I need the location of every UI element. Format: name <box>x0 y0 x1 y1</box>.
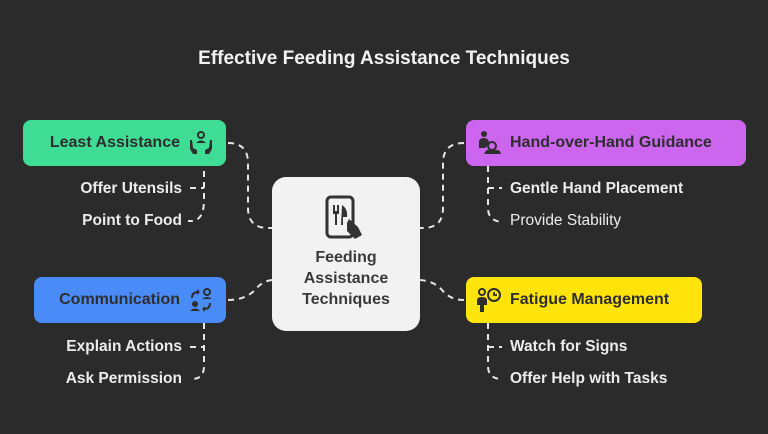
node-label: Communication <box>59 291 180 308</box>
center-line-1: Feeding <box>315 249 377 266</box>
connector-least-assistance <box>227 142 272 229</box>
node-least-assistance[interactable]: Least Assistance <box>23 120 226 166</box>
connector-hand-over-hand <box>420 142 465 229</box>
tablet-fork-knife-hand-icon <box>325 195 367 239</box>
center-line-3: Techniques <box>302 291 390 308</box>
node-communication[interactable]: Communication <box>34 277 226 323</box>
diagram-title: Effective Feeding Assistance Techniques <box>198 48 570 69</box>
center-line-2: Assistance <box>303 270 389 287</box>
subitem-gentle-hand-placement: Gentle Hand Placement <box>510 180 684 197</box>
person-supported-hands-icon <box>188 130 214 156</box>
parent-child-icon <box>476 130 502 156</box>
subitem-offer-utensils: Offer Utensils <box>80 180 182 197</box>
people-exchange-icon <box>188 287 214 313</box>
node-label: Hand-over-Hand Guidance <box>510 134 712 151</box>
node-label: Least Assistance <box>49 134 180 151</box>
subitem-point-to-food: Point to Food <box>82 212 182 229</box>
node-fatigue-management[interactable]: Fatigue Management <box>466 277 702 323</box>
subitem-offer-help-with-tasks: Offer Help with Tasks <box>510 370 668 387</box>
center-node[interactable]: Feeding Assistance Techniques <box>272 177 420 331</box>
subitem-explain-actions: Explain Actions <box>66 338 182 355</box>
person-clock-icon <box>476 287 502 313</box>
node-label: Fatigue Management <box>510 291 670 308</box>
subitem-ask-permission: Ask Permission <box>65 370 182 387</box>
connector-communication <box>227 279 273 301</box>
subitem-provide-stability: Provide Stability <box>510 212 622 229</box>
node-hand-over-hand-guidance[interactable]: Hand-over-Hand Guidance <box>466 120 746 166</box>
connector-fatigue <box>419 279 465 301</box>
subitem-watch-for-signs: Watch for Signs <box>510 338 628 355</box>
